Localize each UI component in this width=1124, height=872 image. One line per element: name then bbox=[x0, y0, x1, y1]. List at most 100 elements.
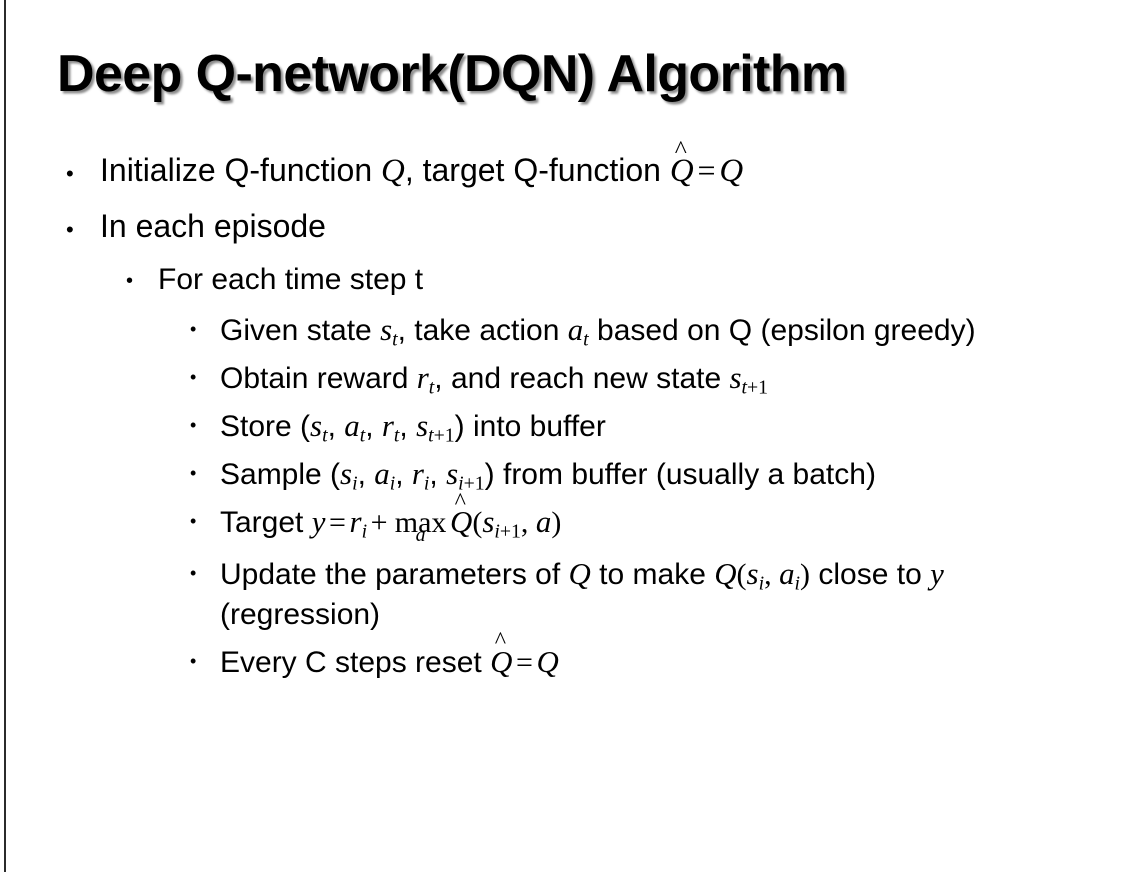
bullet-marker: • bbox=[66, 161, 74, 186]
math-subscript: t bbox=[392, 328, 398, 351]
text-fragment: , target Q-function bbox=[404, 152, 670, 188]
bullet-marker: • bbox=[66, 216, 74, 242]
math-s: s bbox=[310, 407, 323, 443]
math-s: s bbox=[446, 455, 459, 491]
math-r: r bbox=[411, 455, 424, 491]
math-subscript: i bbox=[352, 472, 358, 495]
text-fragment: , take action bbox=[397, 314, 568, 348]
math-q-base: Q bbox=[490, 643, 513, 679]
math-paren-close: ) bbox=[551, 505, 562, 539]
bullet-obtain-reward: • Obtain reward rt, and reach new state … bbox=[0, 358, 1124, 399]
math-s: s bbox=[416, 407, 429, 443]
math-s: s bbox=[380, 312, 393, 348]
bullet-obtain-reward-text: Obtain reward rt, and reach new state st… bbox=[220, 358, 1094, 399]
hat-accent: ^ bbox=[454, 488, 466, 515]
text-fragment: based on Q (epsilon greedy) bbox=[588, 314, 976, 348]
subscript-var: t bbox=[741, 376, 748, 399]
math-subscript: i bbox=[361, 520, 368, 543]
text-fragment: Initialize Q-function bbox=[100, 152, 382, 188]
math-a: a bbox=[567, 312, 584, 348]
math-equals: = bbox=[329, 505, 346, 539]
math-plus: + bbox=[370, 505, 388, 539]
math-q: Q bbox=[536, 643, 559, 679]
math-paren-open: ( bbox=[472, 505, 483, 539]
math-q-hat: ^Q bbox=[450, 489, 473, 543]
bullet-marker: • bbox=[190, 319, 197, 340]
text-fragment: , bbox=[365, 409, 382, 443]
bullet-store-transition-text: Store (st, at, rt, st+1) into buffer bbox=[220, 406, 1094, 447]
math-subscript: i bbox=[758, 572, 765, 595]
bullet-marker: • bbox=[190, 510, 197, 531]
bullet-for-each-time-step-text: For each time step t bbox=[158, 263, 424, 297]
math-subscript: t+1 bbox=[428, 425, 455, 447]
math-r: r bbox=[381, 407, 394, 443]
text-fragment: Sample ( bbox=[220, 457, 341, 491]
text-fragment: Obtain reward bbox=[220, 362, 417, 396]
bullet-marker: • bbox=[126, 270, 134, 293]
bullet-marker: • bbox=[190, 414, 197, 435]
bullet-marker: • bbox=[190, 367, 197, 388]
bullet-in-each-episode: • In each episode bbox=[0, 206, 1124, 248]
max-label: max bbox=[394, 505, 447, 539]
bullet-store-transition: • Store (st, at, rt, st+1) into buffer bbox=[0, 406, 1124, 447]
math-s: s bbox=[746, 556, 759, 592]
math-s: s bbox=[482, 503, 495, 539]
math-r: r bbox=[416, 360, 429, 396]
bullet-reset-target-network: • Every C steps reset ^Q=Q bbox=[0, 629, 1124, 683]
math-q: Q bbox=[381, 153, 405, 189]
text-fragment: close to bbox=[810, 558, 931, 592]
math-a: a bbox=[535, 503, 552, 539]
math-r: r bbox=[349, 503, 362, 539]
text-fragment: Every C steps reset bbox=[220, 645, 491, 679]
text-fragment: , bbox=[429, 457, 447, 491]
math-subscript: t bbox=[359, 424, 366, 447]
page-title: Deep Q-network(DQN) Algorithm bbox=[57, 45, 847, 103]
subscript-offset: +1 bbox=[463, 472, 485, 495]
text-fragment: , bbox=[395, 457, 412, 491]
math-y: y bbox=[930, 556, 944, 592]
text-fragment: ) into buffer bbox=[454, 409, 606, 443]
math-s: s bbox=[340, 455, 353, 491]
text-fragment: ) from buffer (usually a batch) bbox=[484, 457, 876, 491]
math-subscript: i bbox=[794, 572, 801, 595]
math-q-base: Q bbox=[450, 503, 473, 539]
bullet-update-parameters-text: Update the parameters of Q to make Q(si,… bbox=[220, 554, 1094, 634]
math-subscript: i bbox=[389, 472, 396, 495]
slide-left-rule bbox=[4, 0, 6, 872]
math-subscript: t bbox=[583, 328, 589, 351]
math-a: a bbox=[779, 556, 795, 592]
text-fragment: , and reach new state bbox=[434, 362, 730, 396]
math-q: Q bbox=[719, 153, 744, 189]
math-subscript: t bbox=[428, 376, 435, 399]
math-subscript: t bbox=[393, 424, 400, 447]
math-subscript: i+1 bbox=[494, 520, 521, 542]
math-comma: , bbox=[764, 558, 780, 592]
subscript-offset: +1 bbox=[433, 424, 455, 447]
text-fragment: Target bbox=[220, 505, 312, 539]
bullet-sample-batch: • Sample (si, ai, ri, si+1) from buffer … bbox=[0, 454, 1124, 495]
subscript-var: t bbox=[428, 424, 434, 447]
math-q: Q bbox=[714, 556, 737, 592]
text-fragment: to make bbox=[590, 558, 715, 592]
math-subscript: i bbox=[423, 472, 430, 495]
subscript-var: i bbox=[494, 520, 500, 543]
subscript-offset: +1 bbox=[499, 520, 521, 543]
text-fragment: , bbox=[357, 457, 375, 491]
bullet-sample-batch-text: Sample (si, ai, ri, si+1) from buffer (u… bbox=[220, 454, 1094, 495]
text-fragment: (regression) bbox=[220, 597, 381, 631]
bullet-given-state-text: Given state st, take action at based on … bbox=[220, 310, 1094, 351]
math-equals: = bbox=[697, 152, 716, 188]
math-s: s bbox=[729, 360, 742, 396]
math-q-base: Q bbox=[669, 153, 694, 189]
bullet-marker: • bbox=[190, 462, 197, 483]
hat-accent: ^ bbox=[494, 628, 507, 655]
bullet-reset-target-network-text: Every C steps reset ^Q=Q bbox=[220, 629, 1094, 683]
hat-accent: ^ bbox=[674, 135, 687, 165]
bullet-initialize-text: Initialize Q-function Q, target Q-functi… bbox=[100, 137, 1064, 193]
math-subscript: i+1 bbox=[458, 472, 485, 494]
math-a: a bbox=[374, 455, 390, 491]
bullet-marker: • bbox=[190, 650, 197, 671]
